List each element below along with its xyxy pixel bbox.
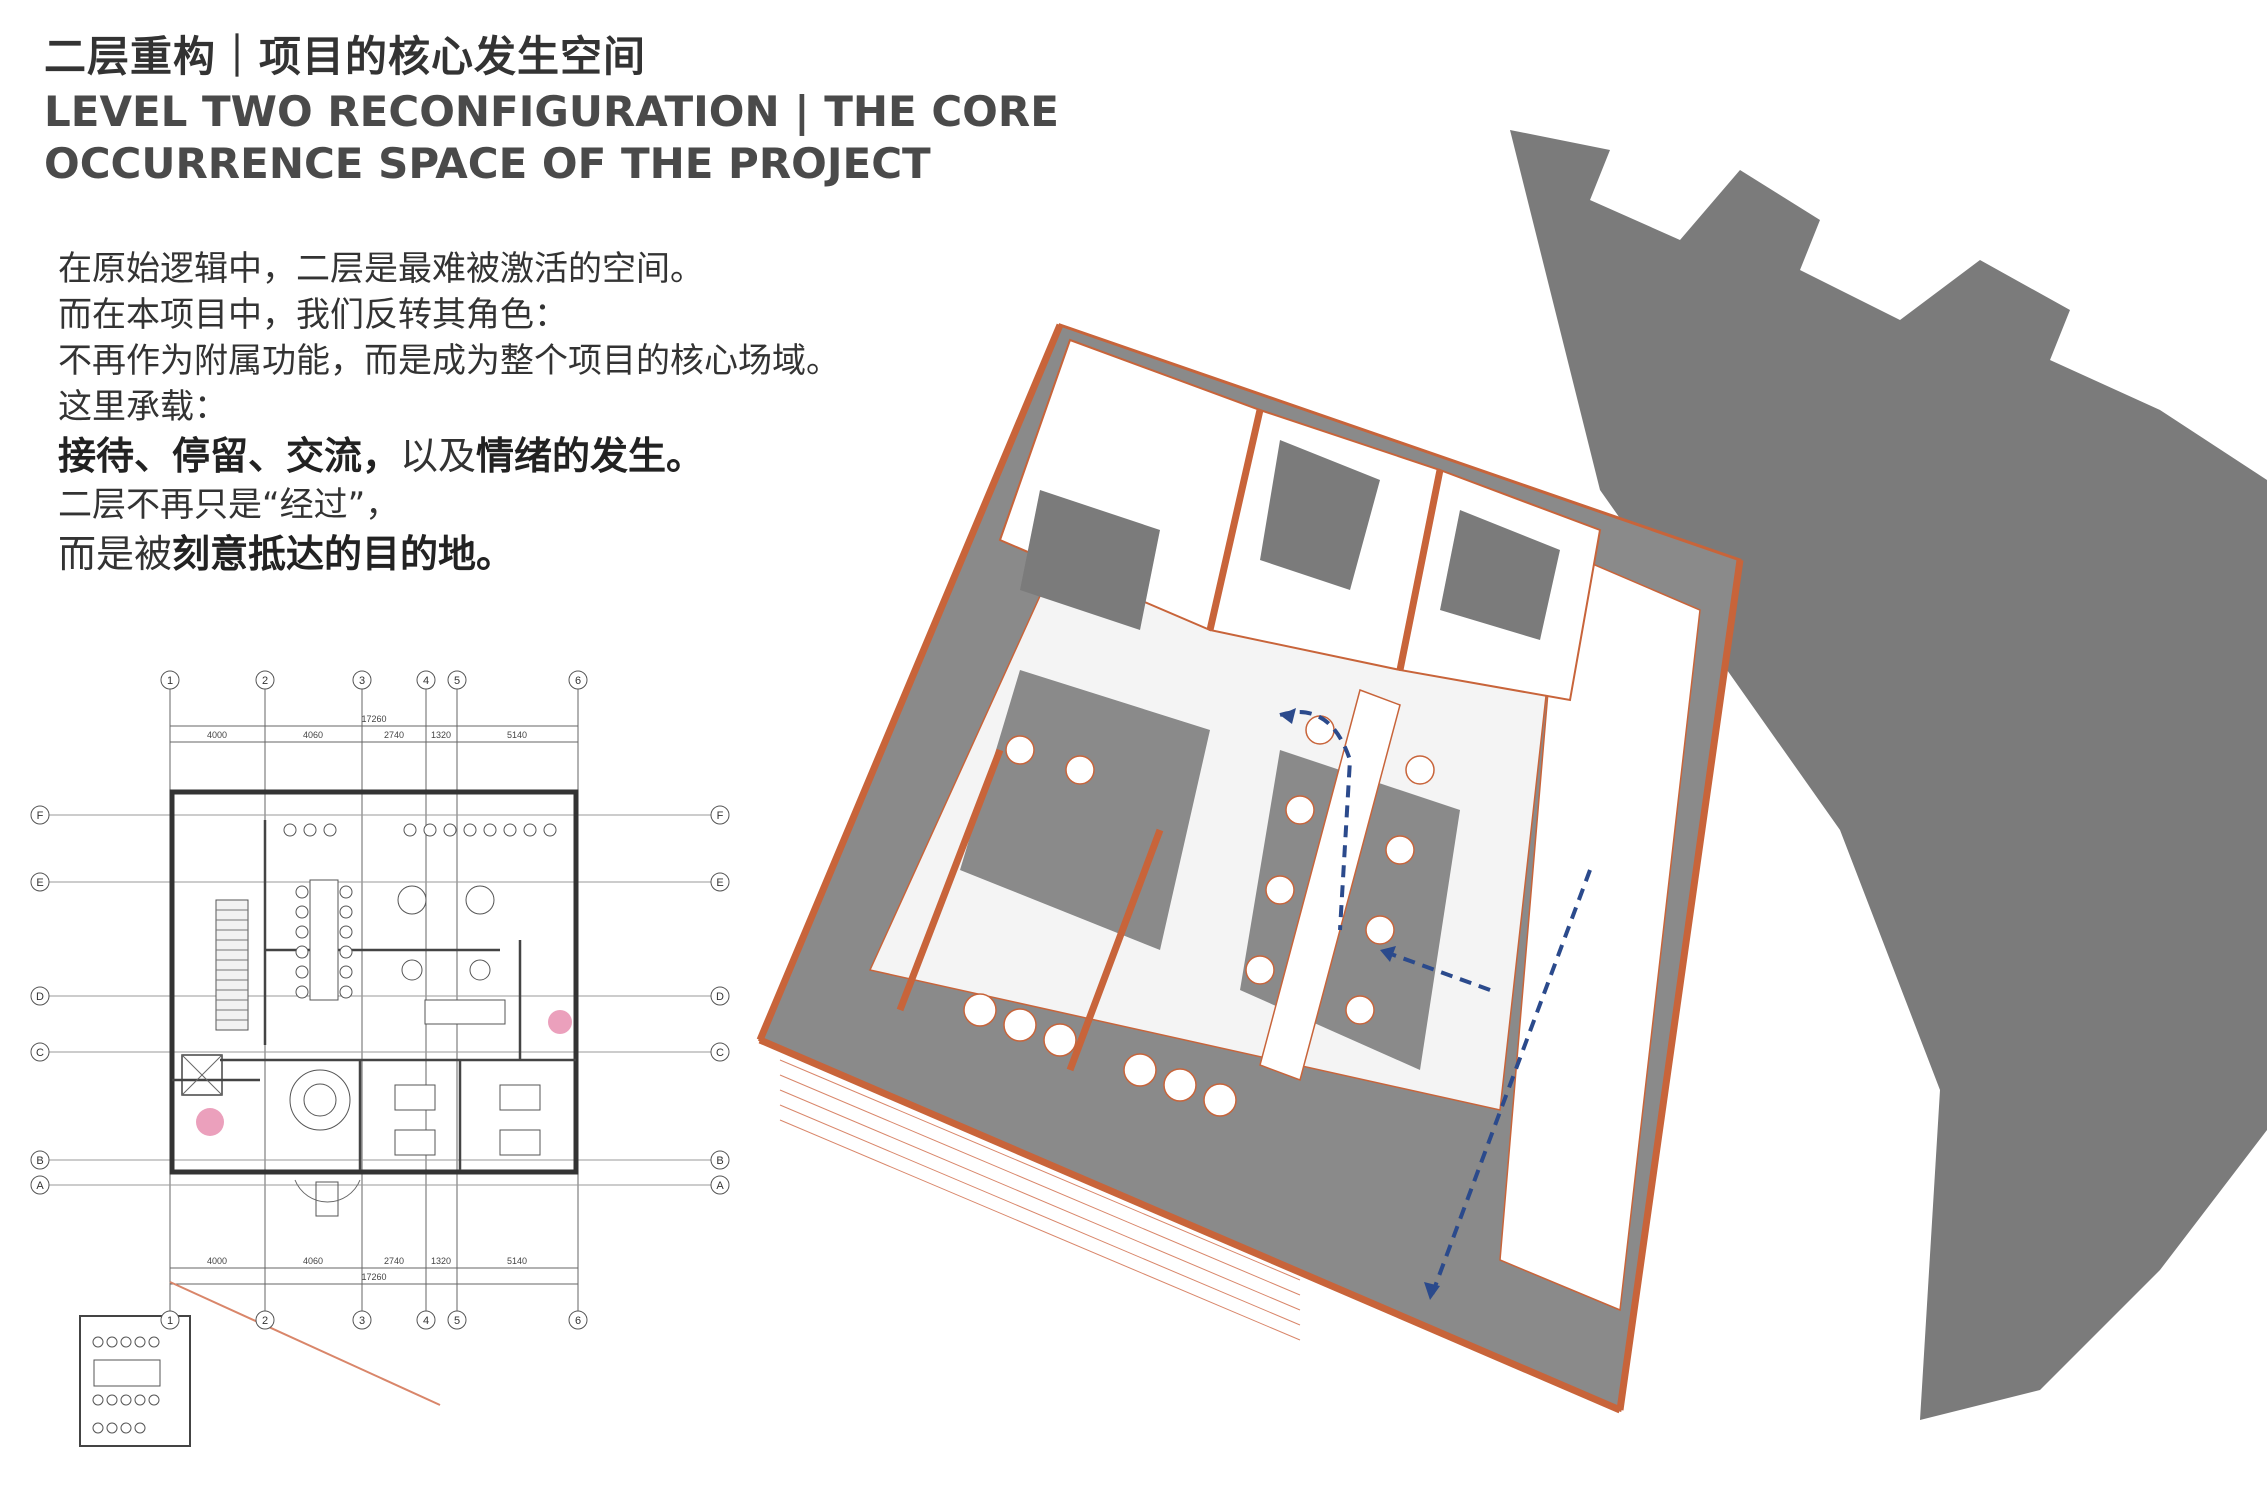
row-label-e-right: E (716, 877, 723, 889)
desc-line-6: 二层不再只是“经过”， (58, 485, 400, 525)
col-label-6-bottom: 6 (575, 1315, 581, 1327)
desc-line-5-bold-a: 接待、停留、交流， (58, 434, 401, 478)
title-cn: 二层重构｜项目的核心发生空间 (44, 32, 647, 81)
row-label-d: D (36, 991, 44, 1003)
row-label-e: E (36, 877, 43, 889)
desc-line-5-bold-b: 情绪的发生。 (476, 434, 705, 478)
dim-bottom-4: 1320 (431, 1256, 451, 1266)
desc-line-3: 不再作为附属功能，而是成为整个项目的核心场域。 (58, 341, 840, 381)
dim-bottom-3: 2740 (384, 1256, 404, 1266)
col-label-6: 6 (575, 675, 581, 687)
dim-bottom-5: 5140 (507, 1256, 527, 1266)
room-shadow-3 (1440, 510, 1560, 640)
dim-top-1: 4000 (207, 730, 227, 740)
dim-bottom-1: 4000 (207, 1256, 227, 1266)
desc-line-5-normal: 以及 (400, 434, 477, 478)
row-label-c: C (36, 1047, 44, 1059)
col-label-4: 4 (423, 675, 429, 687)
row-label-a-right: A (716, 1180, 724, 1192)
col-label-4-bottom: 4 (423, 1315, 429, 1327)
col-label-3: 3 (359, 675, 365, 687)
col-label-1-bottom: 1 (167, 1315, 173, 1327)
desc-line-1: 在原始逻辑中，二层是最难被激活的空间。 (58, 249, 704, 289)
desc-line-5: 接待、停留、交流，以及情绪的发生。 (58, 430, 958, 482)
arrow-heads (1280, 708, 1440, 1300)
corridor-floor (1499, 548, 1701, 1312)
terracotta-walls (756, 323, 1744, 1414)
heading-block: 二层重构｜项目的核心发生空间 LEVEL TWO RECONFIGURATION… (44, 28, 1059, 190)
title-en-line2: OCCURRENCE SPACE OF THE PROJECT (44, 139, 931, 188)
dim-total-top: 17260 (361, 714, 386, 724)
dim-top-4: 1320 (431, 730, 451, 740)
desc-line-7-normal: 而是被 (58, 532, 173, 576)
dim-bottom-2: 4060 (303, 1256, 323, 1266)
col-label-1: 1 (167, 675, 173, 687)
room-shadow-2 (1260, 440, 1380, 590)
col-label-2: 2 (262, 675, 268, 687)
desc-line-7: 而是被刻意抵达的目的地。 (58, 528, 958, 580)
row-label-a: A (36, 1180, 44, 1192)
row-label-c-right: C (716, 1047, 724, 1059)
room-shadow-1 (1020, 490, 1160, 630)
title-en-line1: LEVEL TWO RECONFIGURATION | THE CORE (44, 87, 1059, 136)
row-label-d-right: D (716, 991, 724, 1003)
chairs (963, 715, 1435, 1117)
axonometric-view (756, 130, 2267, 1420)
description-block: 在原始逻辑中，二层是最难被激活的空间。 而在本项目中，我们反转其角色： 不再作为… (58, 246, 958, 580)
col-label-5: 5 (454, 675, 460, 687)
desc-line-7-bold: 刻意抵达的目的地。 (172, 532, 515, 576)
row-label-b: B (36, 1155, 43, 1167)
col-label-3-bottom: 3 (359, 1315, 365, 1327)
col-label-5-bottom: 5 (454, 1315, 460, 1327)
col-label-2-bottom: 2 (262, 1315, 268, 1327)
cast-shadow (1510, 130, 2267, 1420)
floor-plan: 1 2 3 4 5 6 1 2 3 4 5 6 F E D C B A F E … (30, 670, 730, 1447)
row-label-f-right: F (717, 810, 724, 822)
dim-top-3: 2740 (384, 730, 404, 740)
desc-line-2: 而在本项目中，我们反转其角色： (58, 295, 568, 335)
row-label-b-right: B (716, 1155, 723, 1167)
brick-facade (779, 1059, 1301, 1341)
long-table (1259, 689, 1401, 1081)
dim-top-2: 4060 (303, 730, 323, 740)
desc-line-4: 这里承载： (58, 387, 228, 427)
dim-total-bottom: 17260 (361, 1272, 386, 1282)
dim-top-5: 5140 (507, 730, 527, 740)
row-label-f: F (37, 810, 44, 822)
